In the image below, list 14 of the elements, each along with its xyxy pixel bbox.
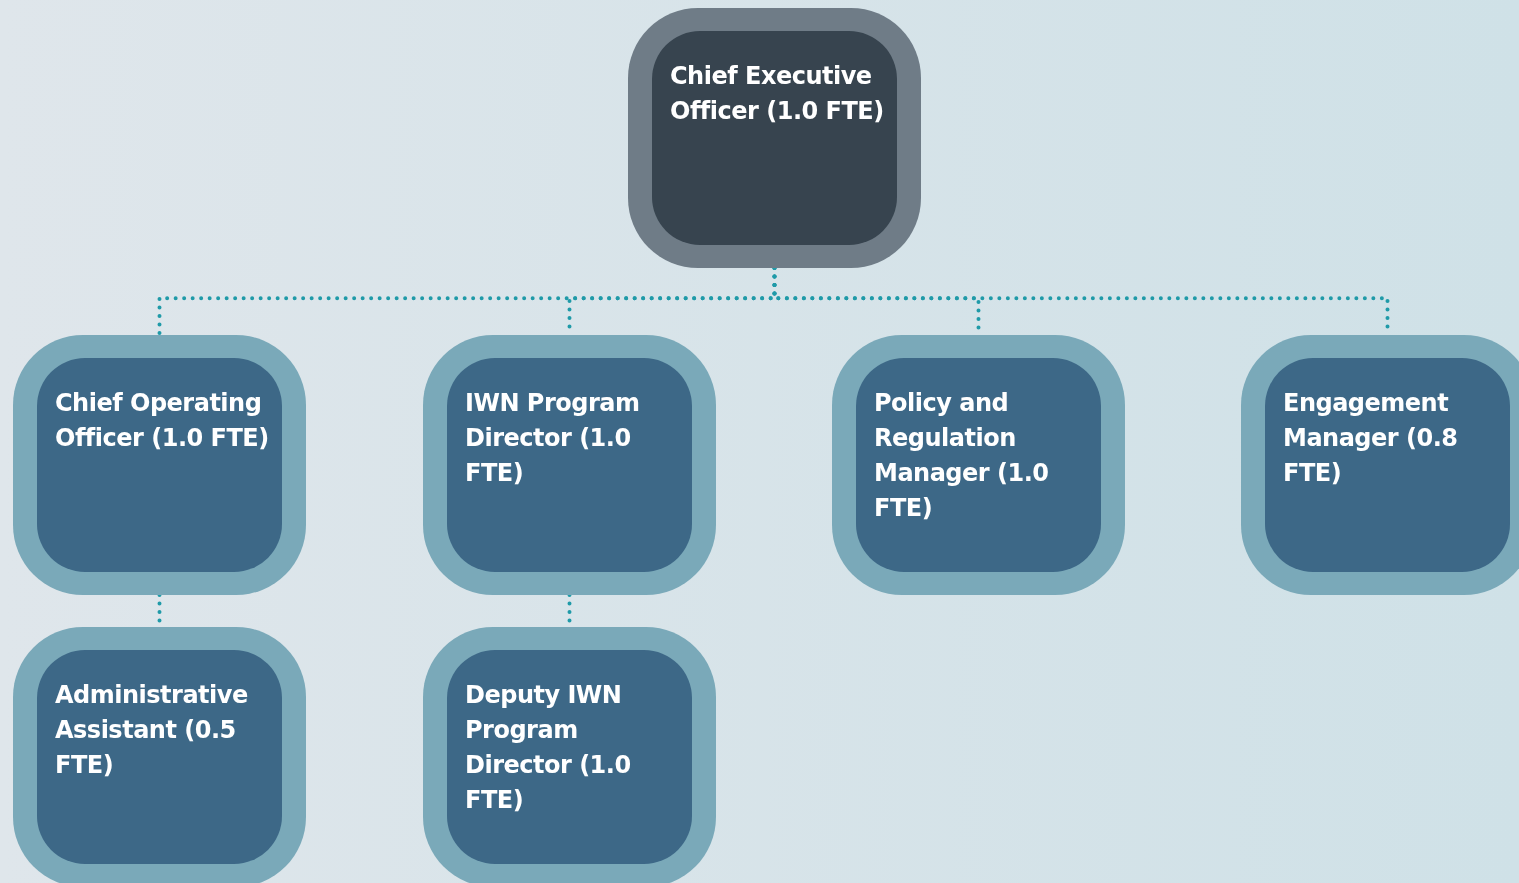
role-box xyxy=(628,8,921,268)
role-box xyxy=(423,335,716,595)
role-box xyxy=(423,627,716,883)
role-box xyxy=(832,335,1125,595)
role-title: Chief Operating Officer (1.0 FTE) xyxy=(55,388,270,454)
role-title: IWN Program Director (1.0 FTE) xyxy=(465,388,641,489)
role-title: Administrative Assistant (0.5 FTE) xyxy=(55,680,249,781)
role-title: Policy and Regulation Manager (1.0 FTE) xyxy=(874,388,1050,524)
role-box xyxy=(1241,335,1519,595)
role-title: Deputy IWN Program Director (1.0 FTE) xyxy=(465,680,632,816)
role-box xyxy=(13,627,306,883)
role-title: Engagement Manager (0.8 FTE) xyxy=(1283,388,1459,489)
role-title: Chief Executive Officer (1.0 FTE) xyxy=(670,61,885,127)
role-box xyxy=(13,335,306,595)
